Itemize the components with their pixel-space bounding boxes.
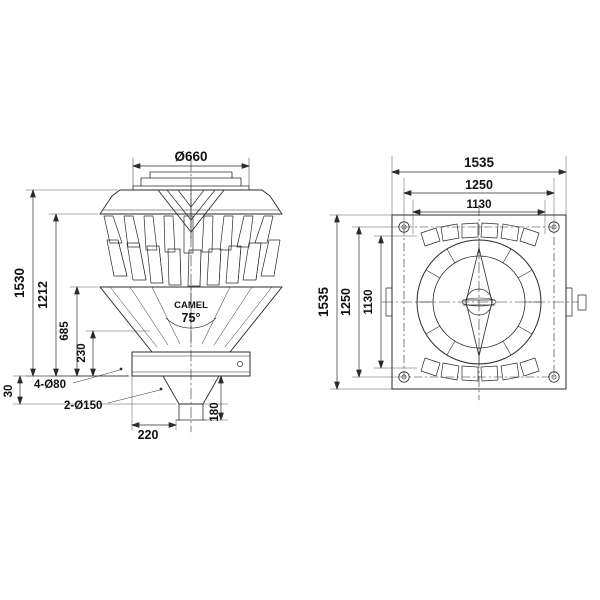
dim-base-height: 30 [3, 385, 15, 398]
dim-base-width: 220 [138, 428, 159, 442]
dim-overall-height: 1530 [12, 268, 27, 298]
brand-mark: CAMEL [174, 300, 208, 311]
dim-lower-height: 230 [76, 343, 88, 362]
dim-plan-bolt-width: 1250 [465, 178, 493, 192]
front-view-dimensions [12, 157, 250, 431]
note-2-holes: 2-Ø150 [64, 400, 102, 412]
dim-top-diameter: Ø660 [174, 149, 207, 164]
dim-plan-bolt-depth: 1250 [339, 288, 353, 316]
dim-plan-inner-width: 1130 [467, 199, 492, 211]
dim-plan-inner-depth: 1130 [363, 290, 375, 315]
plan-view-geometry [381, 204, 587, 401]
dim-cone-angle: 75° [182, 311, 201, 325]
note-4-holes: 4-Ø80 [34, 379, 66, 391]
dim-body-height: 1212 [36, 281, 50, 309]
plan-view-dimensions [329, 155, 567, 390]
dim-outlet-height: 180 [209, 402, 221, 421]
dim-plan-outer-width: 1535 [464, 155, 495, 170]
dim-mid-height: 685 [59, 321, 71, 341]
front-view-geometry [99, 159, 283, 433]
dim-plan-outer-depth: 1535 [316, 286, 331, 317]
